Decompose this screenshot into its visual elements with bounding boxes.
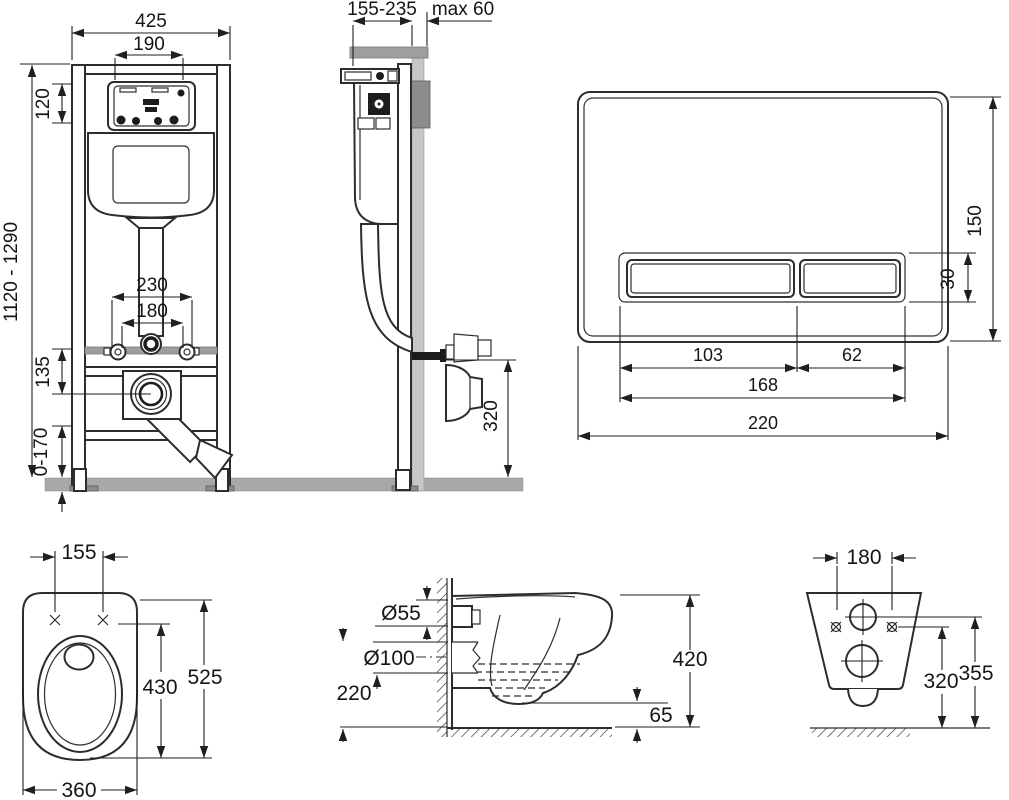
- frame-rail-right: [216, 64, 231, 491]
- dim-fixing-spacing: 180: [136, 301, 168, 322]
- bowl-profile: [451, 591, 614, 706]
- dim-large-button: 103: [693, 345, 723, 365]
- dim-seat-length: 430: [142, 676, 177, 699]
- dim-opening-width: 190: [133, 34, 165, 55]
- dim-total-length: 525: [187, 666, 222, 689]
- bowl-rear-outline: [805, 592, 923, 690]
- bowl-inner-right: [523, 617, 561, 691]
- flush-opening: [63, 643, 95, 671]
- inlet-spigot: [451, 605, 473, 628]
- seat-inner: [43, 642, 117, 746]
- frame-side-view: 155-235 max 60 320: [340, 0, 516, 492]
- dim-small-button: 62: [842, 345, 862, 365]
- flush-bend: [359, 223, 413, 354]
- dim-plate-width: 220: [748, 413, 778, 433]
- floor-band: [44, 477, 524, 492]
- floor-hatching: [450, 728, 612, 737]
- dim-bowl-width: 360: [61, 779, 96, 800]
- dim-rim-height: 420: [672, 648, 707, 671]
- frame-top-crossbar: [84, 64, 218, 75]
- dim-wall-thickness: max 60: [432, 0, 494, 20]
- frame-front-dimensions: 425 190 120 1120 - 1290 230 180 135: [1, 11, 231, 512]
- frame-side-dimensions: 155-235 max 60 320: [347, 0, 516, 477]
- dim-inlet-diameter: Ø55: [381, 602, 421, 625]
- access-window-inner: [113, 85, 190, 127]
- bowl-inner-left: [489, 614, 501, 687]
- dim-rear-fixing-span: 180: [846, 546, 881, 569]
- dim-frame-width: 425: [135, 11, 167, 32]
- bracket-bolt: [376, 72, 384, 80]
- threaded-rod: [412, 352, 444, 360]
- dim-rear-inlet-height: 355: [958, 662, 993, 685]
- dim-frame-height: 1120 - 1290: [1, 222, 22, 322]
- dim-adjust-range: 0-170: [31, 428, 52, 477]
- dim-fixing-span: 230: [136, 275, 168, 296]
- fixing-hole-markers: [49, 614, 109, 626]
- dim-frame-depth: 155-235: [347, 0, 417, 20]
- drain-chute-tip: [194, 438, 234, 480]
- drain-bell: [445, 363, 483, 423]
- dim-drain-height: 220: [336, 682, 371, 705]
- water-level: [475, 663, 580, 697]
- dim-drain-offset: 135: [33, 356, 54, 388]
- lower-crossbar: [84, 430, 218, 441]
- frame-rail-side: [397, 63, 412, 491]
- frame-rail-left: [71, 64, 86, 491]
- outlet-bump: [847, 688, 879, 708]
- flush-funnel: [124, 217, 178, 229]
- bowl-rear-view: 180 320 355: [805, 546, 994, 737]
- ground-hatching: [812, 728, 910, 737]
- wall-anchor: [409, 80, 431, 129]
- dim-buttons-width: 168: [748, 375, 778, 395]
- dim-outlet-diameter: Ø100: [363, 647, 414, 670]
- cistern-panel: [112, 145, 190, 204]
- seat-outer: [37, 635, 123, 753]
- frame-foot-left: [73, 468, 87, 492]
- frame-front-view: 425 190 120 1120 - 1290 230 180 135: [1, 11, 235, 512]
- flush-plate-view: 150 30 103 62 168 220: [577, 91, 1001, 441]
- rear-fixing-holes: [830, 621, 898, 633]
- dim-rear-outlet-height: 320: [923, 670, 958, 693]
- ceiling-bracket: [349, 46, 429, 59]
- dim-bowl-fixing-span: 155: [61, 541, 96, 564]
- bowl-front-view: 155 525 430 360: [22, 541, 223, 800]
- bowl-rear-dimensions: 180 320 355: [813, 546, 994, 728]
- bowl-side-dimensions: Ø55 Ø100 220 420 65: [336, 586, 708, 743]
- dim-opening-height: 120: [33, 88, 54, 120]
- seat-line: [455, 595, 576, 600]
- flush-pipe: [138, 227, 164, 337]
- dim-clearance: 65: [649, 704, 672, 727]
- outlet-fittings: [445, 333, 492, 423]
- fixing-tab-left: [103, 347, 111, 356]
- flush-plate-dimensions: 150 30 103 62 168 220: [577, 96, 1001, 441]
- bowl-side-view: Ø55 Ø100 220 420 65: [336, 578, 708, 743]
- dim-plate-height: 150: [965, 205, 986, 237]
- access-window-mechanism: [116, 87, 185, 125]
- dim-outlet-height: 320: [481, 400, 502, 432]
- bowl-outline: [22, 592, 138, 762]
- bowl-front-dimensions: 155 525 430 360: [22, 541, 223, 800]
- frame-foot-side: [395, 469, 411, 491]
- dim-button-height: 30: [938, 268, 959, 289]
